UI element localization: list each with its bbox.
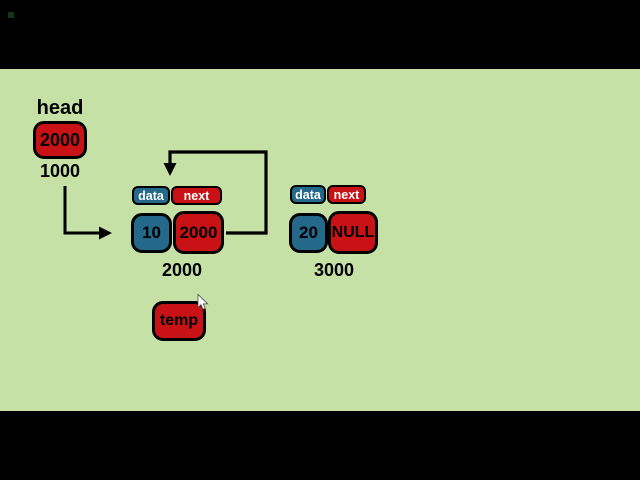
node1-data-cell: 10 <box>131 213 172 253</box>
node1-data-header: data <box>132 186 170 205</box>
head-label: head <box>36 97 84 119</box>
node1-next-value: 2000 <box>179 222 218 242</box>
node1-next-cell: 2000 <box>173 211 224 254</box>
node1-data-header-label: data <box>138 188 164 203</box>
temp-pointer-box: temp <box>152 301 206 341</box>
node2-address-label: 3000 <box>313 260 355 280</box>
temp-label: temp <box>159 312 199 329</box>
node1-data-value: 10 <box>142 223 161 242</box>
letterbox-top <box>0 0 640 69</box>
node2-next-value: NULL <box>331 223 375 241</box>
node1-next-header-label: next <box>183 188 210 203</box>
head-pointer-box: 2000 <box>33 121 87 159</box>
letterbox-bottom <box>0 411 640 480</box>
node2-data-cell: 20 <box>289 213 328 253</box>
node1-address-label: 2000 <box>161 260 203 280</box>
artifact-dot <box>8 12 14 18</box>
head-pointer-value: 2000 <box>39 129 81 150</box>
head-address-label: 1000 <box>39 161 81 181</box>
node1-next-header: next <box>171 186 222 205</box>
node2-data-value: 20 <box>299 223 318 242</box>
arrow-pointer-icon <box>197 294 209 310</box>
node2-data-header-label: data <box>295 187 321 202</box>
node2-data-header: data <box>290 185 326 204</box>
node2-next-cell: NULL <box>328 211 378 254</box>
node2-next-header-label: next <box>333 187 360 202</box>
node2-next-header: next <box>327 185 366 204</box>
